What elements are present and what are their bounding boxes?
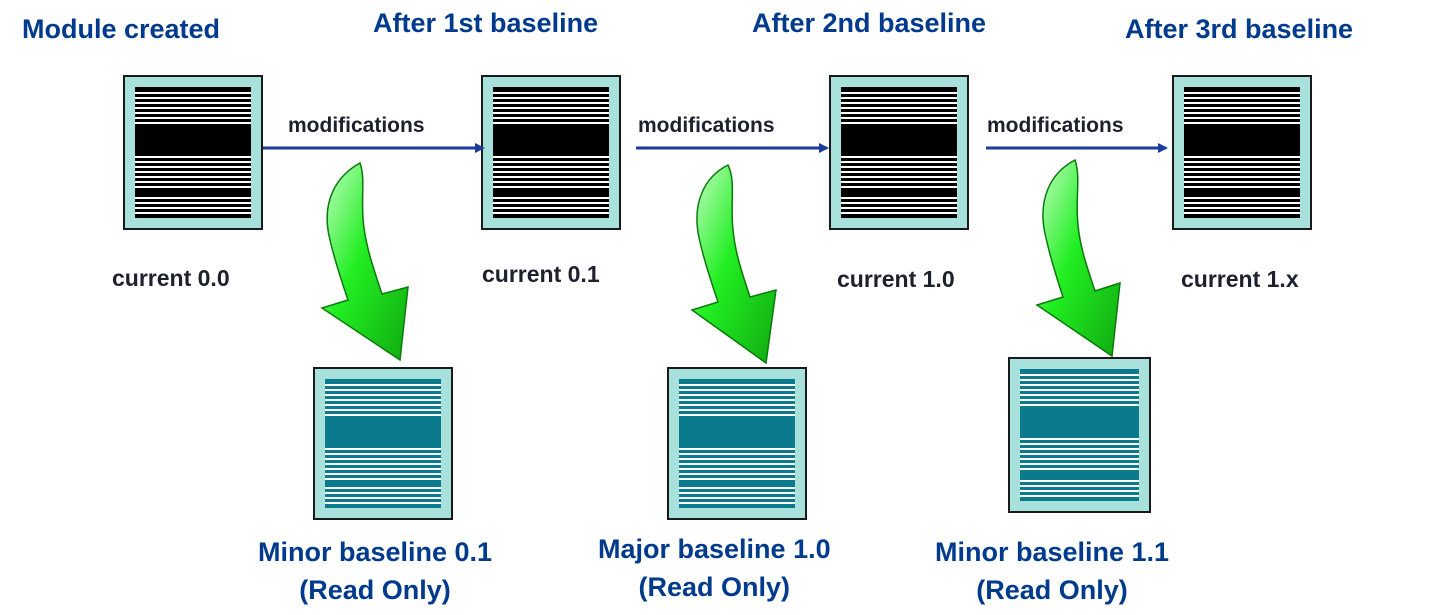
baseline-name: Minor baseline 1.1: [935, 537, 1170, 567]
modifications-label-3: modifications: [987, 114, 1124, 137]
baseline-name: Minor baseline 0.1: [258, 537, 493, 567]
current-label-0-1: current 0.1: [482, 261, 600, 287]
baseline-curved-arrow-2: [690, 163, 777, 365]
modifications-label-2: modifications: [638, 114, 775, 137]
current-label-0-0: current 0.0: [112, 265, 230, 291]
current-document-0-0: [123, 75, 263, 230]
current-label-1-x: current 1.x: [1181, 266, 1299, 292]
current-document-1-x: [1172, 75, 1312, 230]
baseline-document-minor-0-1: [313, 367, 453, 520]
baseline-curved-arrow-3: [1035, 158, 1121, 358]
stage-title-after-3rd-baseline: After 3rd baseline: [1125, 14, 1354, 44]
stage-title-after-2nd-baseline: After 2nd baseline: [752, 8, 987, 38]
baseline-access: (Read Only): [299, 575, 451, 605]
stage-title-after-1st-baseline: After 1st baseline: [373, 8, 599, 38]
baseline-access: (Read Only): [638, 572, 791, 602]
baseline-name: Major baseline 1.0: [598, 534, 831, 564]
baseline-document-minor-1-1: [1008, 357, 1151, 513]
modifications-label-1: modifications: [288, 114, 425, 137]
baseline-curved-arrow-1: [320, 161, 409, 362]
current-document-1-0: [829, 75, 969, 230]
current-document-0-1: [481, 75, 621, 230]
baseline-document-major-1-0: [667, 367, 807, 520]
baseline-label-minor-0-1: Minor baseline 0.1 (Read Only): [258, 533, 492, 609]
stage-title-module-created: Module created: [22, 14, 221, 44]
baseline-label-minor-1-1: Minor baseline 1.1 (Read Only): [935, 533, 1169, 609]
current-label-1-0: current 1.0: [837, 266, 955, 292]
baseline-access: (Read Only): [976, 575, 1128, 605]
baseline-label-major-1-0: Major baseline 1.0 (Read Only): [598, 530, 831, 606]
